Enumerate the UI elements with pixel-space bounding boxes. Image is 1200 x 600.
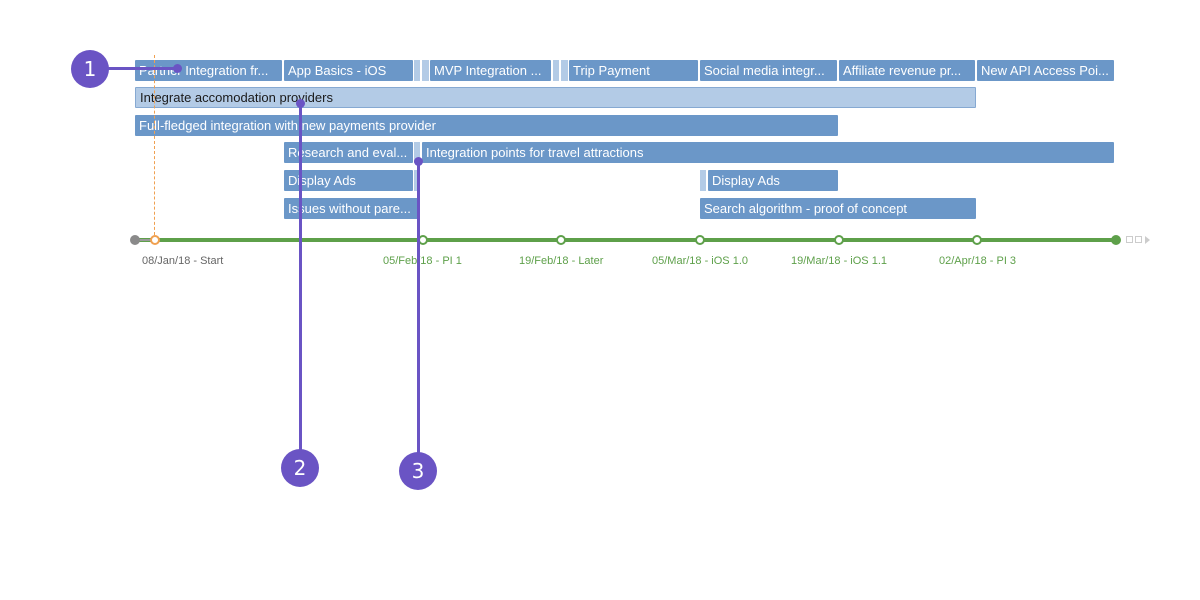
timeline-extend-box[interactable] (1126, 236, 1133, 243)
milestone-pi3[interactable] (972, 235, 982, 245)
epic-new-api-access[interactable]: New API Access Poi... (977, 60, 1114, 81)
callout-1-line (105, 67, 177, 70)
timeline-start-node[interactable] (130, 235, 140, 245)
epic-display-ads[interactable]: Display Ads (708, 170, 838, 191)
today-node[interactable] (150, 235, 160, 245)
epic-trip-payment[interactable]: Trip Payment (569, 60, 698, 81)
epic-stub[interactable] (561, 60, 568, 81)
timeline-label-pi3: 02/Apr/18 - PI 3 (939, 255, 1017, 267)
timeline-label-start: 08/Jan/18 - Start (142, 255, 224, 267)
timeline-label-ios10: 05/Mar/18 - iOS 1.0 (652, 255, 748, 267)
timeline-end-node[interactable] (1111, 235, 1121, 245)
epic-travel-attractions[interactable]: Integration points for travel attraction… (422, 142, 1114, 163)
epic-stub[interactable] (700, 170, 706, 191)
callout-3-line (417, 161, 420, 466)
callout-2-badge: 2 (281, 449, 319, 487)
timeline-start-track (135, 239, 155, 241)
timeline-extend-arrow-icon[interactable] (1145, 236, 1150, 244)
epic-research-eval[interactable]: Research and eval... (284, 142, 413, 163)
milestone-ios10[interactable] (695, 235, 705, 245)
callout-1-badge: 1 (71, 50, 109, 88)
epic-search-algorithm[interactable]: Search algorithm - proof of concept (700, 198, 976, 219)
epic-stub[interactable] (553, 60, 559, 81)
epic-app-basics-ios[interactable]: App Basics - iOS (284, 60, 413, 81)
callout-2-anchor (296, 99, 305, 108)
epic-stub[interactable] (414, 142, 420, 163)
epic-display-ads[interactable]: Display Ads (284, 170, 413, 191)
epic-social-media[interactable]: Social media integr... (700, 60, 837, 81)
today-marker (154, 55, 155, 240)
epic-partner-integration[interactable]: Partner Integration fr... (135, 60, 282, 81)
timeline-label-later: 19/Feb/18 - Later (519, 255, 604, 267)
epic-payments-provider[interactable]: Full-fledged integration with new paymen… (135, 115, 838, 136)
timeline-track (135, 238, 1117, 242)
epic-stub[interactable] (414, 60, 420, 81)
callout-3-badge: 3 (399, 452, 437, 490)
callout-3-anchor (414, 157, 423, 166)
epic-issues-without-parent[interactable]: Issues without pare... (284, 198, 420, 219)
timeline-label-ios11: 19/Mar/18 - iOS 1.1 (791, 255, 887, 267)
epic-affiliate-revenue[interactable]: Affiliate revenue pr... (839, 60, 975, 81)
timeline-label-pi1: 05/Feb/18 - PI 1 (383, 255, 462, 267)
epic-stub[interactable] (414, 170, 417, 191)
callout-1-anchor (173, 64, 182, 73)
epic-integrate-accommodation[interactable]: Integrate accomodation providers (135, 87, 976, 108)
callout-2-line (299, 103, 302, 463)
epic-mvp-integration[interactable]: MVP Integration ... (430, 60, 551, 81)
milestone-ios11[interactable] (834, 235, 844, 245)
epic-stub[interactable] (422, 60, 429, 81)
timeline-extend-box[interactable] (1135, 236, 1142, 243)
milestone-later[interactable] (556, 235, 566, 245)
